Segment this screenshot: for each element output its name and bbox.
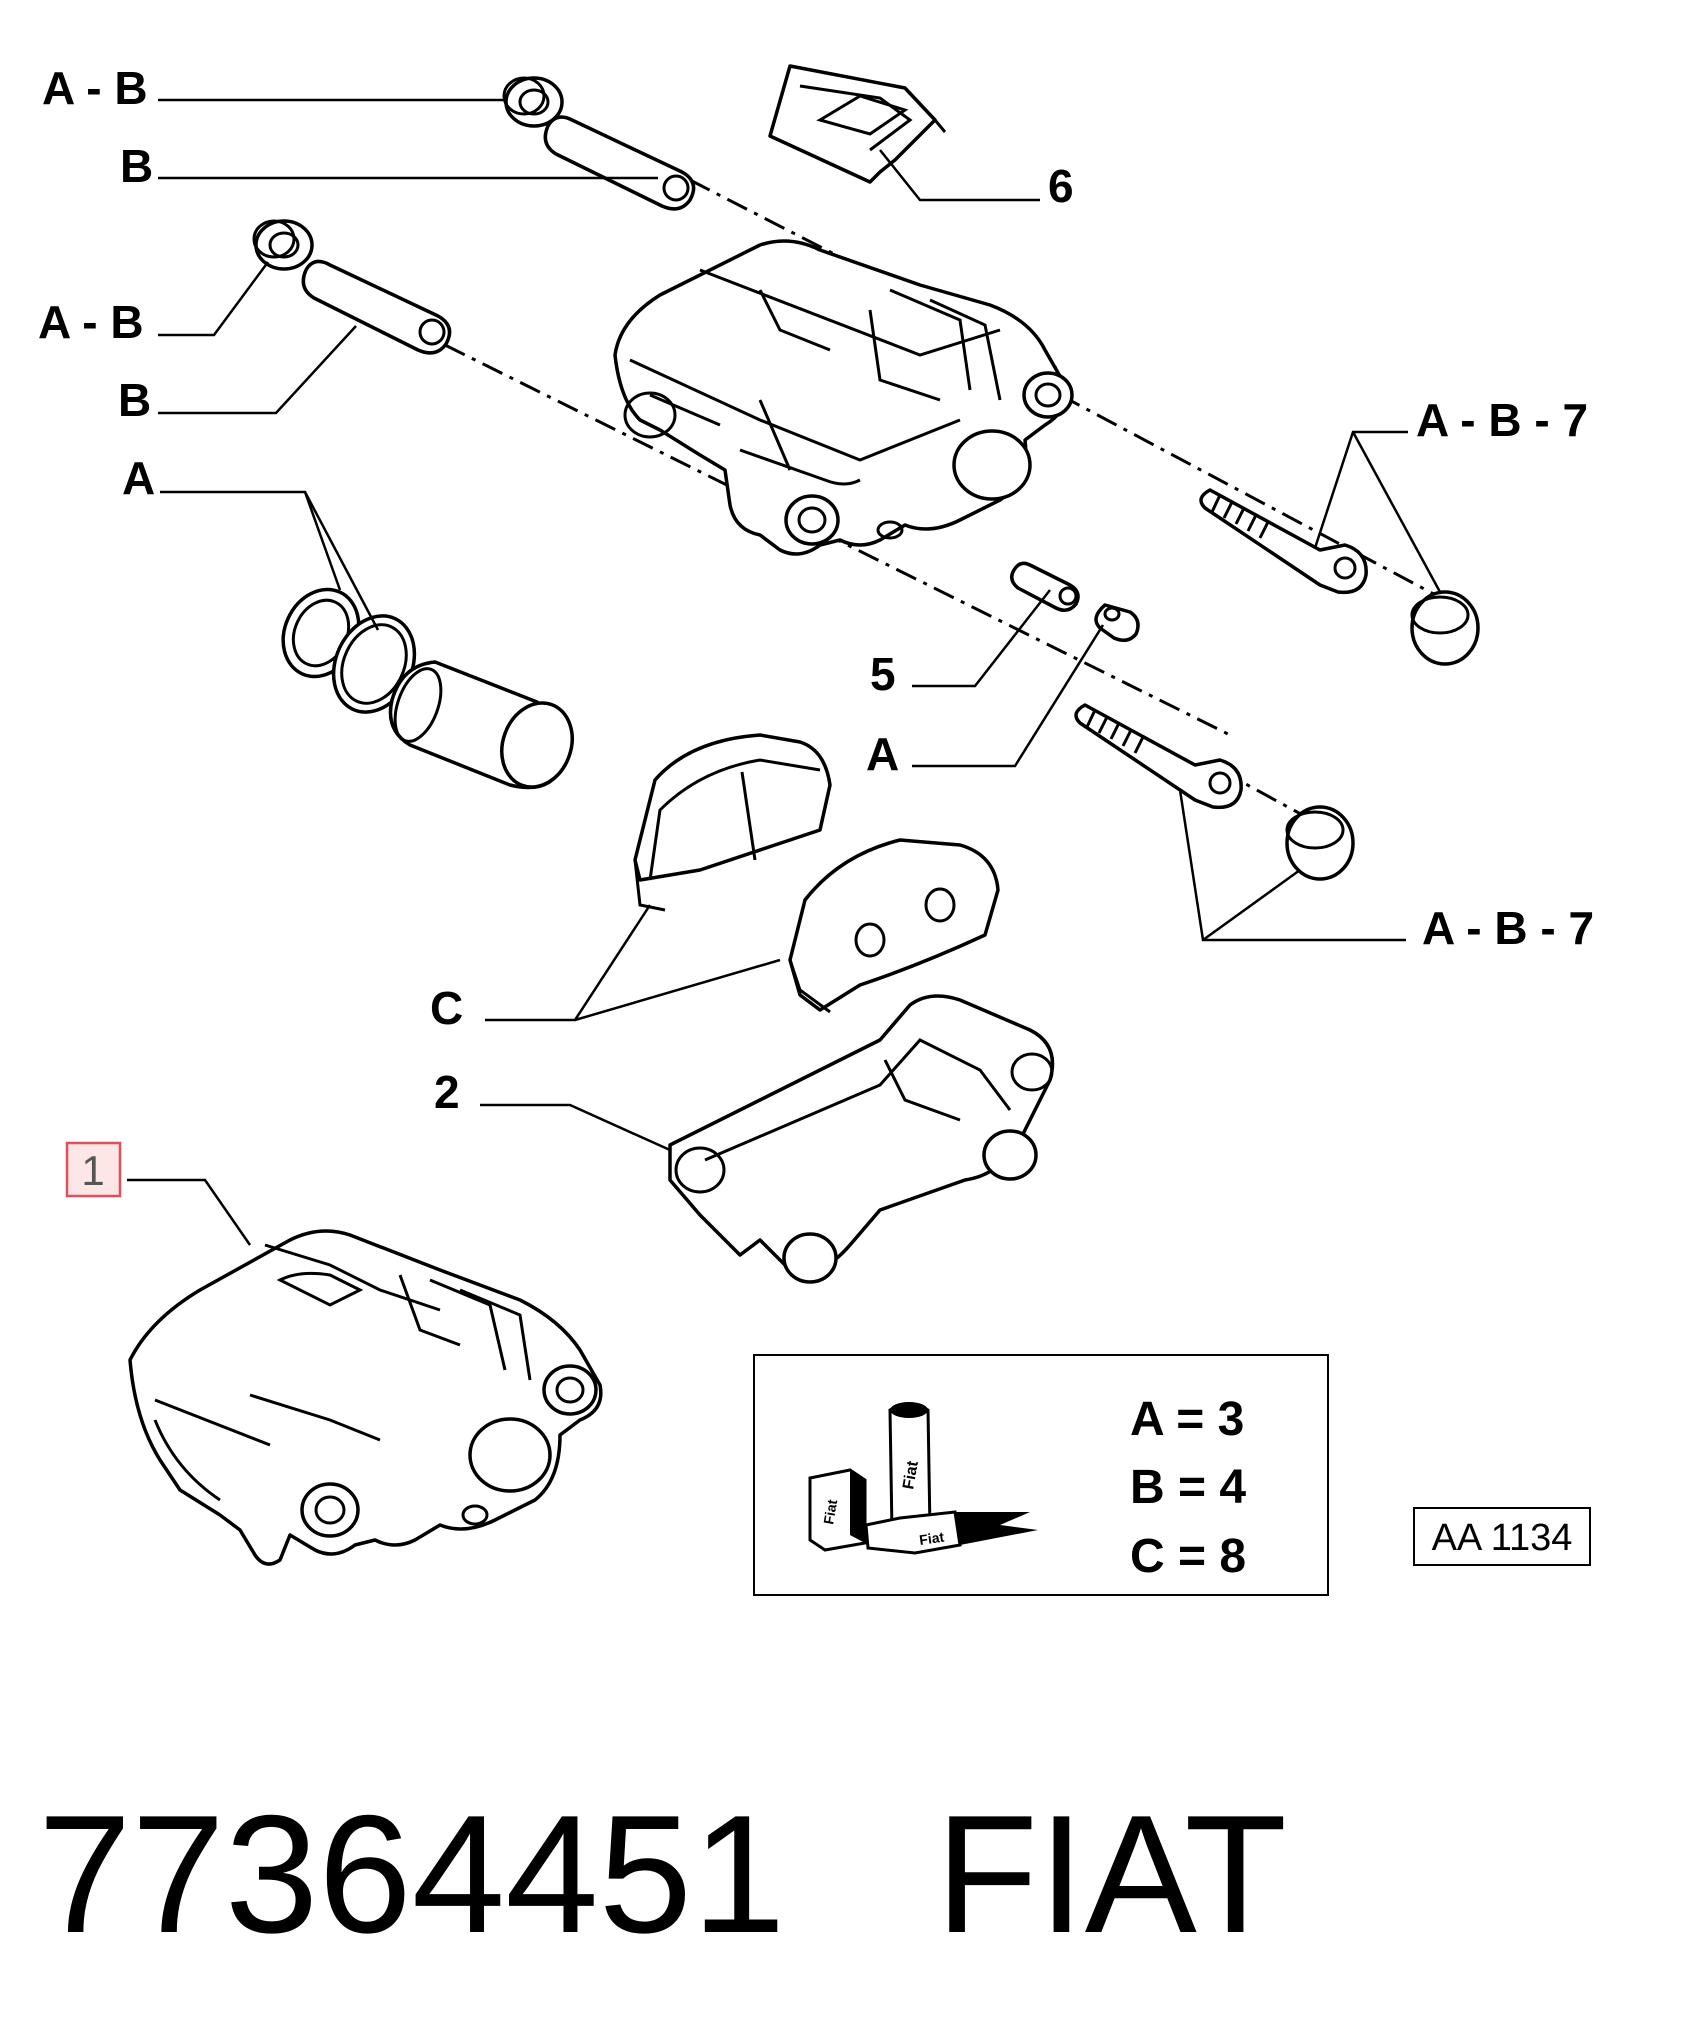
callout-ab-mid: A - B xyxy=(38,296,144,348)
legend-c: C = 8 xyxy=(1130,1530,1246,1583)
callout-5: 5 xyxy=(870,648,896,700)
callout-a-nipple: A xyxy=(866,728,899,780)
bleed-cap xyxy=(1094,603,1140,642)
caliper-body xyxy=(613,239,1074,556)
callout-ab7-upper: A - B - 7 xyxy=(1416,394,1588,446)
bleed-nipple xyxy=(1010,561,1080,612)
dust-cap-lower xyxy=(1285,805,1355,881)
guide-bolt-upper xyxy=(1199,488,1368,595)
reference-box: AA 1134 xyxy=(1413,1507,1591,1566)
reference-code: AA 1134 xyxy=(1432,1517,1573,1559)
repair-kit-icon: Fiat Fiat Fiat xyxy=(808,1402,1038,1555)
callout-c-pads: C xyxy=(430,982,463,1034)
piston-seals xyxy=(281,587,417,714)
callout-1: 1 xyxy=(81,1147,104,1194)
callout-ab-top: A - B xyxy=(42,62,148,114)
highlight-box xyxy=(65,1141,122,1198)
callout-1-highlight[interactable]: 1 xyxy=(65,1141,122,1198)
kit-label-1: Fiat xyxy=(820,1498,840,1526)
callout-b-top: B xyxy=(120,140,153,192)
dust-cap-upper xyxy=(1410,590,1480,666)
callout-labels: A - B B A - B B A 6 A - B - 7 5 A A - B … xyxy=(38,62,1594,1118)
guide-pin-top xyxy=(543,115,696,211)
brake-pad-rear xyxy=(788,838,1000,1014)
brake-pad-front xyxy=(633,733,832,912)
kit-label-3: Fiat xyxy=(918,1529,945,1548)
kit-legend: Fiat Fiat Fiat A = 3 B = 4 C = 8 xyxy=(753,1354,1329,1596)
callout-ab7-lower: A - B - 7 xyxy=(1422,902,1594,954)
legend-a: A = 3 xyxy=(1130,1393,1244,1446)
spring-clip xyxy=(768,64,947,184)
caliper-assembly xyxy=(128,1229,603,1566)
kit-label-2: Fiat xyxy=(900,1459,922,1491)
legend-b: B = 4 xyxy=(1130,1461,1246,1514)
brand-name: FIAT xyxy=(935,1780,1287,1968)
callout-2: 2 xyxy=(434,1066,460,1118)
piston xyxy=(388,660,574,790)
callout-6: 6 xyxy=(1048,160,1074,212)
guide-bolt-lower xyxy=(1074,703,1243,810)
part-number: 77364451 xyxy=(38,1780,786,1968)
dust-boot-mid xyxy=(252,219,314,271)
leader-lines xyxy=(127,98,1442,1246)
callout-a-seals: A xyxy=(122,452,155,504)
guide-pin-mid xyxy=(301,259,452,355)
callout-b-mid: B xyxy=(118,374,151,426)
carrier-bracket xyxy=(668,994,1055,1284)
dust-boot-top xyxy=(502,76,564,128)
